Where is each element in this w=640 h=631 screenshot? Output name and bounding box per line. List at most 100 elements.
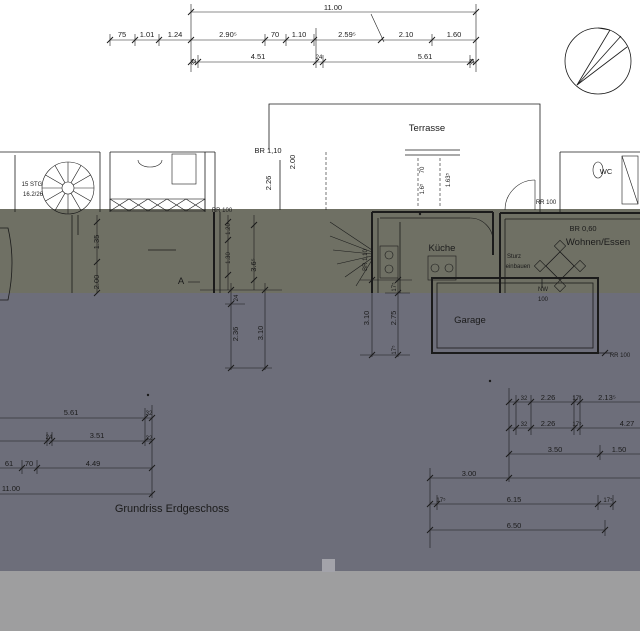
curved-wall bbox=[0, 227, 13, 301]
dimension-label: 3.10 bbox=[362, 311, 371, 326]
chair bbox=[573, 259, 587, 273]
dimension-label: 2.75 bbox=[389, 311, 398, 326]
opening-label: BR 0,60 bbox=[569, 224, 596, 233]
door-swing bbox=[469, 217, 494, 242]
dimension-label: 1.10 bbox=[292, 30, 307, 39]
dimension-tick bbox=[148, 464, 156, 472]
dimension-tick bbox=[141, 414, 149, 422]
dimension-tick bbox=[141, 437, 149, 445]
drawing-title: Grundriss Erdgeschoss bbox=[115, 503, 230, 515]
dimension-tick bbox=[609, 500, 617, 508]
dimension-tick bbox=[394, 289, 402, 297]
room-label-wc: WC bbox=[600, 167, 613, 176]
dimension-tick bbox=[43, 437, 51, 445]
dimension-label: 75 bbox=[118, 30, 126, 39]
dimension-label: 1.30 bbox=[226, 252, 232, 264]
garage-inner-wall bbox=[436, 282, 594, 349]
dimension-tick bbox=[505, 450, 513, 458]
dimension-label: 17⁵ bbox=[572, 421, 582, 428]
dimension-tick bbox=[426, 500, 434, 508]
dimension-label: 70 bbox=[420, 166, 426, 173]
dimension-label: 4.27 bbox=[620, 419, 635, 428]
north-arrow-icon bbox=[564, 27, 632, 95]
sink bbox=[427, 255, 457, 281]
window-frame bbox=[109, 198, 206, 212]
dimension-tick bbox=[527, 424, 535, 432]
dimension-label: 61 bbox=[5, 459, 13, 468]
dimension-tick bbox=[377, 36, 385, 44]
dimension-label: 32 bbox=[192, 58, 198, 65]
dimension-label: 3.10 bbox=[256, 326, 265, 341]
window-hatch-line bbox=[109, 198, 206, 212]
shower-tray bbox=[621, 155, 639, 205]
dimension-tick bbox=[18, 464, 26, 472]
dimension-label: 3.51 bbox=[90, 431, 105, 440]
north-arrow-ray bbox=[576, 29, 611, 86]
dimension-label: 2.00 bbox=[92, 275, 101, 290]
dimension-label: 17⁵ bbox=[436, 497, 446, 504]
dimension-tick bbox=[601, 349, 609, 357]
garage-nw-value: 100 bbox=[538, 297, 549, 303]
dimension-tick bbox=[148, 490, 156, 498]
dimension-tick bbox=[512, 424, 520, 432]
dimension-tick bbox=[426, 526, 434, 534]
dimension-label: 24 bbox=[316, 55, 323, 61]
dimension-tick bbox=[93, 289, 101, 297]
dimension-label: 32 bbox=[146, 411, 153, 417]
dimension-tick bbox=[394, 276, 402, 284]
dimension-tick bbox=[512, 398, 520, 406]
dimension-tick bbox=[570, 424, 578, 432]
dimension-tick bbox=[148, 437, 156, 445]
garage-outer-wall bbox=[431, 277, 599, 354]
dimension-tick bbox=[310, 36, 318, 44]
dimension-label: 3.50 bbox=[548, 445, 563, 454]
stove-burner bbox=[384, 250, 394, 260]
dimension-tick bbox=[148, 414, 156, 422]
section-marker: A bbox=[178, 276, 185, 287]
dimension-tick bbox=[505, 424, 513, 432]
dimension-tick bbox=[472, 36, 480, 44]
sill-label: RR 100 bbox=[212, 208, 233, 214]
lintel-note: Sturz bbox=[507, 254, 521, 260]
dimension-label: 2.00 bbox=[288, 155, 297, 170]
dimension-tick bbox=[594, 500, 602, 508]
dimension-label: 32 bbox=[146, 436, 153, 442]
opening-label: BR 1,10 bbox=[363, 249, 369, 271]
dimension-label: 1.60 bbox=[447, 30, 462, 39]
dimension-label: 24 bbox=[46, 435, 53, 441]
dimension-label: 3.6⁵ bbox=[249, 258, 258, 272]
dimension-tick bbox=[312, 58, 320, 66]
scan-speck bbox=[146, 393, 150, 397]
dimension-label: 4.49 bbox=[86, 459, 101, 468]
opening-label: BR 1,10 bbox=[254, 146, 281, 155]
sink-bowl bbox=[444, 263, 454, 273]
dimension-label: 17⁵ bbox=[391, 345, 398, 355]
dimension-tick bbox=[261, 364, 269, 372]
north-arrow-ray bbox=[576, 46, 628, 86]
stair-tread bbox=[329, 235, 373, 253]
stair-tread bbox=[45, 190, 63, 202]
dimension-label: 5.61 bbox=[64, 408, 79, 417]
dimension-tick bbox=[601, 526, 609, 534]
dimension-label: 1.6⁵ bbox=[419, 183, 426, 194]
dimension-tick bbox=[368, 276, 376, 284]
room-label-living: Wohnen/Essen bbox=[566, 237, 630, 248]
dimension-tick bbox=[187, 8, 195, 16]
dimension-label: 1.20 bbox=[226, 223, 232, 235]
door-swing bbox=[504, 179, 536, 211]
cabinet bbox=[171, 153, 197, 185]
north-arrow-head bbox=[597, 27, 611, 31]
dimension-tick bbox=[368, 351, 376, 359]
toilet-icon bbox=[592, 161, 604, 179]
garage-nw-label: NW bbox=[538, 287, 548, 293]
dimension-tick bbox=[576, 424, 584, 432]
stair-ratio-label: 16.2/26 bbox=[23, 192, 44, 198]
room-label-terrace: Terrasse bbox=[409, 123, 445, 134]
stair-tread bbox=[70, 193, 82, 211]
dimension-tick bbox=[155, 36, 163, 44]
stair-tread bbox=[45, 174, 63, 186]
dimension-label: 1.24 bbox=[168, 30, 183, 39]
chair bbox=[533, 259, 547, 273]
dimension-label: 2.13⁵ bbox=[598, 393, 616, 402]
